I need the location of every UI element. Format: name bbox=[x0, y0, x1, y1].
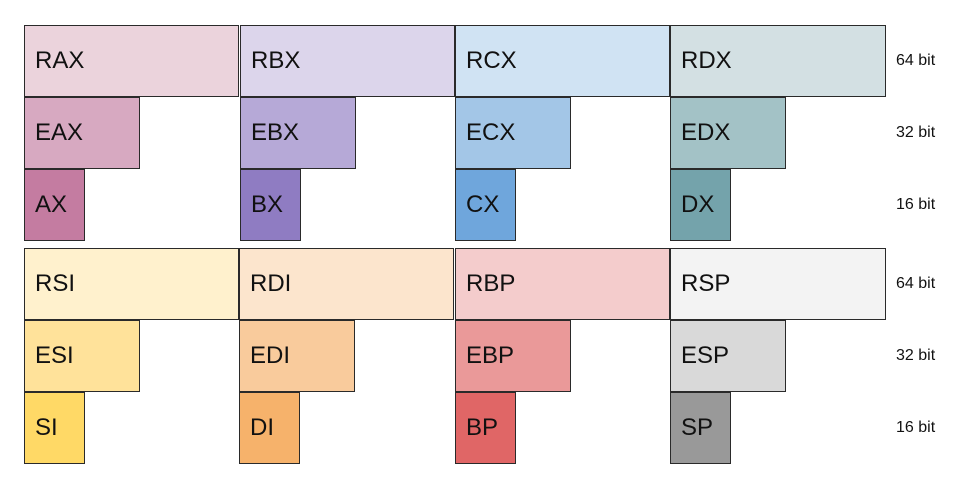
register-rdx: RDX bbox=[670, 25, 886, 97]
register-bp: BP bbox=[455, 392, 516, 464]
bit-width-label-16: 16 bit bbox=[896, 419, 936, 436]
register-label: EBX bbox=[251, 119, 300, 146]
register-edx: EDX bbox=[670, 97, 786, 169]
register-label: EAX bbox=[35, 119, 84, 146]
register-label: RSI bbox=[35, 270, 76, 297]
register-bx: BX bbox=[240, 169, 301, 241]
bit-width-label-16: 16 bit bbox=[896, 196, 936, 213]
register-label: CX bbox=[466, 191, 500, 218]
register-ax: AX bbox=[24, 169, 85, 241]
register-label: RDI bbox=[250, 270, 292, 297]
register-ebp: EBP bbox=[455, 320, 571, 392]
register-label: BP bbox=[466, 414, 499, 441]
register-label: ECX bbox=[466, 119, 516, 146]
register-di: DI bbox=[239, 392, 300, 464]
register-label: RDX bbox=[681, 47, 732, 74]
register-ecx: ECX bbox=[455, 97, 571, 169]
bit-width-label-64: 64 bit bbox=[896, 275, 936, 292]
register-rbx: RBX bbox=[240, 25, 455, 97]
register-label: RBP bbox=[466, 270, 516, 297]
register-rsp: RSP bbox=[670, 248, 886, 320]
register-eax: EAX bbox=[24, 97, 140, 169]
register-label: RSP bbox=[681, 270, 731, 297]
register-label: AX bbox=[35, 191, 68, 218]
bit-width-label-64: 64 bit bbox=[896, 52, 936, 69]
register-label: RBX bbox=[251, 47, 301, 74]
bit-width-label-32: 32 bit bbox=[896, 347, 936, 364]
register-label: RAX bbox=[35, 47, 85, 74]
register-rax: RAX bbox=[24, 25, 239, 97]
register-label: ESI bbox=[35, 342, 74, 369]
bit-width-label-32: 32 bit bbox=[896, 124, 936, 141]
register-ebx: EBX bbox=[240, 97, 356, 169]
register-si: SI bbox=[24, 392, 85, 464]
register-label: EDI bbox=[250, 342, 291, 369]
register-rbp: RBP bbox=[455, 248, 670, 320]
register-label: DI bbox=[250, 414, 274, 441]
register-label: BX bbox=[251, 191, 284, 218]
register-sp: SP bbox=[670, 392, 731, 464]
register-label: EBP bbox=[466, 342, 515, 369]
register-rdi: RDI bbox=[239, 248, 454, 320]
register-rsi: RSI bbox=[24, 248, 239, 320]
register-label: SP bbox=[681, 414, 714, 441]
register-esp: ESP bbox=[670, 320, 786, 392]
register-label: ESP bbox=[681, 342, 730, 369]
register-label: RCX bbox=[466, 47, 517, 74]
register-cx: CX bbox=[455, 169, 516, 241]
register-label: SI bbox=[35, 414, 58, 441]
register-esi: ESI bbox=[24, 320, 140, 392]
register-edi: EDI bbox=[239, 320, 355, 392]
register-dx: DX bbox=[670, 169, 731, 241]
register-rcx: RCX bbox=[455, 25, 670, 97]
register-label: DX bbox=[681, 191, 715, 218]
register-label: EDX bbox=[681, 119, 731, 146]
